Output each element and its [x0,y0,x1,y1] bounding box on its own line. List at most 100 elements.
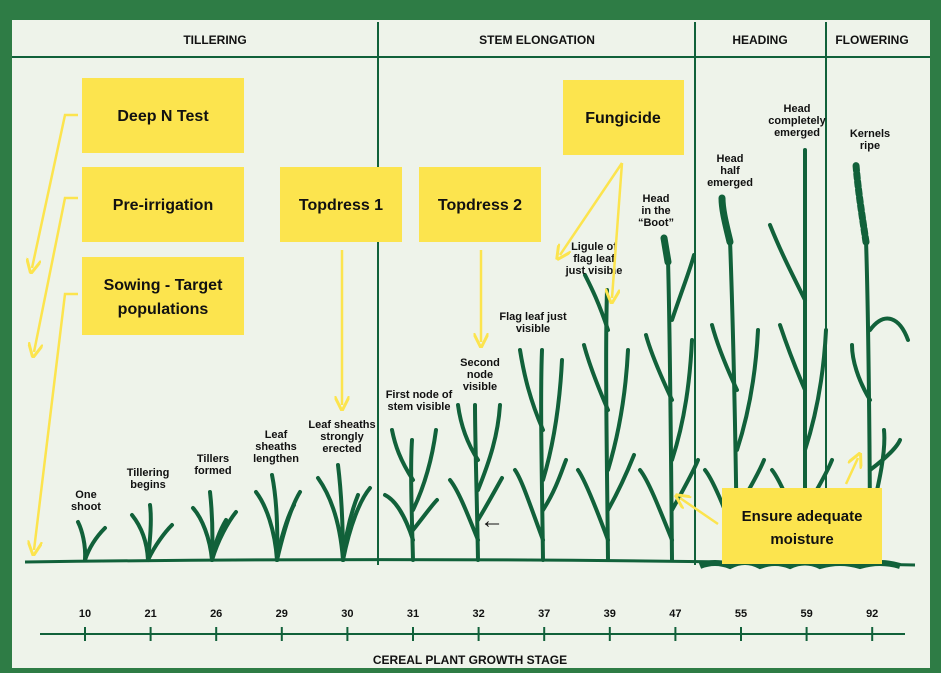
box-ensure-moisture: Ensure adequate moisture [722,488,882,564]
svg-text:Sowing - Target: Sowing - Target [104,277,223,294]
svg-text:Ensure adequate: Ensure adequate [742,508,863,525]
stage-label-flowering: FLOWERING [835,33,908,47]
axis-tick-label: 30 [341,608,353,620]
plant-label-line: ripe [860,140,880,152]
plant-label-line: flag leaf [573,253,615,265]
axis-tick-label: 29 [276,608,288,620]
plant-label-line: sheaths [255,441,297,453]
plant-label-line: emerged [774,127,820,139]
box-fungicide: Fungicide [563,80,684,155]
plant-label-line: shoot [71,501,101,513]
axis-tick-label: 55 [735,608,747,620]
x-axis-title: CEREAL PLANT GROWTH STAGE [373,653,567,667]
stage-label-tillering: TILLERING [183,33,246,47]
arrow-moisture-a [680,498,719,526]
plant-stage-37 [513,348,568,562]
axis-tick-label: 31 [407,608,419,620]
axis-tick-label: 10 [79,608,91,620]
plant-label-line: “Boot” [638,217,674,229]
plant-label-line: just visible [565,265,623,277]
plant-label-line: node [467,369,493,381]
plant-stage-21 [130,503,174,562]
arrow-fungicide-a [612,162,624,298]
plant-label-line: erected [322,443,361,455]
svg-text:populations: populations [118,301,209,318]
plant-label-line: Head [643,193,670,205]
plant-label-line: completely [768,115,826,127]
box-deep-n-test: Deep N Test [82,78,244,153]
plant-label-line: Head [717,153,744,165]
axis-tick-label: 21 [144,608,156,620]
plant-label-line: Leaf sheaths [308,419,375,431]
plant-stage-47 [638,234,700,562]
plant-label-line: Kernels [850,128,890,140]
plant-label-line: visible [516,323,550,335]
axis-tick-label: 39 [604,608,616,620]
plant-label-line: strongly [320,431,364,443]
svg-text:Fungicide: Fungicide [585,110,661,127]
svg-text:Deep N Test: Deep N Test [117,108,209,125]
svg-text:moisture: moisture [770,531,833,548]
plant-label-line: formed [194,465,231,477]
plant-stage-31 [383,428,439,562]
box-topdress-2: Topdress 2 [419,167,541,242]
left-arrow-glyph: ← [480,507,504,534]
svg-text:Topdress 1: Topdress 1 [299,197,383,214]
box-pre-irrigation: Pre-irrigation [82,167,244,242]
plant-stage-30 [316,463,372,562]
plant-label-line: lengthen [253,453,299,465]
axis-tick-label: 26 [210,608,222,620]
plant-label-line: Leaf [265,429,288,441]
plant-label-line: Tillers [197,453,229,465]
plant-label-line: Ligule of [571,241,617,253]
axis-tick-label: 37 [538,608,550,620]
arrow-sowing [34,292,78,550]
ground-tuft [698,559,901,570]
plant-label-line: One [75,489,96,501]
plant-label-line: First node of [386,389,453,401]
arrow-fungicide-b [560,162,624,255]
plant-label-line: visible [463,381,497,393]
plant-label-line: Tillering [127,467,170,479]
stage-label-heading: HEADING [732,33,787,47]
annotation-arrows [32,113,858,550]
axis-tick-label: 47 [669,608,681,620]
axis-tick-label: 92 [866,608,878,620]
plant-stage-32 [448,403,504,562]
plant-label-line: emerged [707,177,753,189]
plant-label-line: Second [460,357,500,369]
arrow-moisture-b [844,458,858,485]
plant-stage-10 [76,520,107,562]
box-topdress-1: Topdress 1 [280,167,402,242]
plant-stage-29 [254,473,302,562]
plant-label-line: Head [784,103,811,115]
svg-text:Topdress 2: Topdress 2 [438,197,522,214]
plant-stage-39 [576,273,636,562]
stage-label-stem-elongation: STEM ELONGATION [479,33,595,47]
plant-label-line: begins [130,479,165,491]
plant-label-line: Flag leaf just [499,311,567,323]
arrow-pre-irrigation [34,196,78,352]
svg-text:Pre-irrigation: Pre-irrigation [113,197,213,214]
top-band [12,14,930,20]
plant-label-line: half [720,165,740,177]
arrow-deep-n [32,113,78,268]
plant-stage-26 [191,490,238,562]
plant-label-line: stem visible [388,401,451,413]
